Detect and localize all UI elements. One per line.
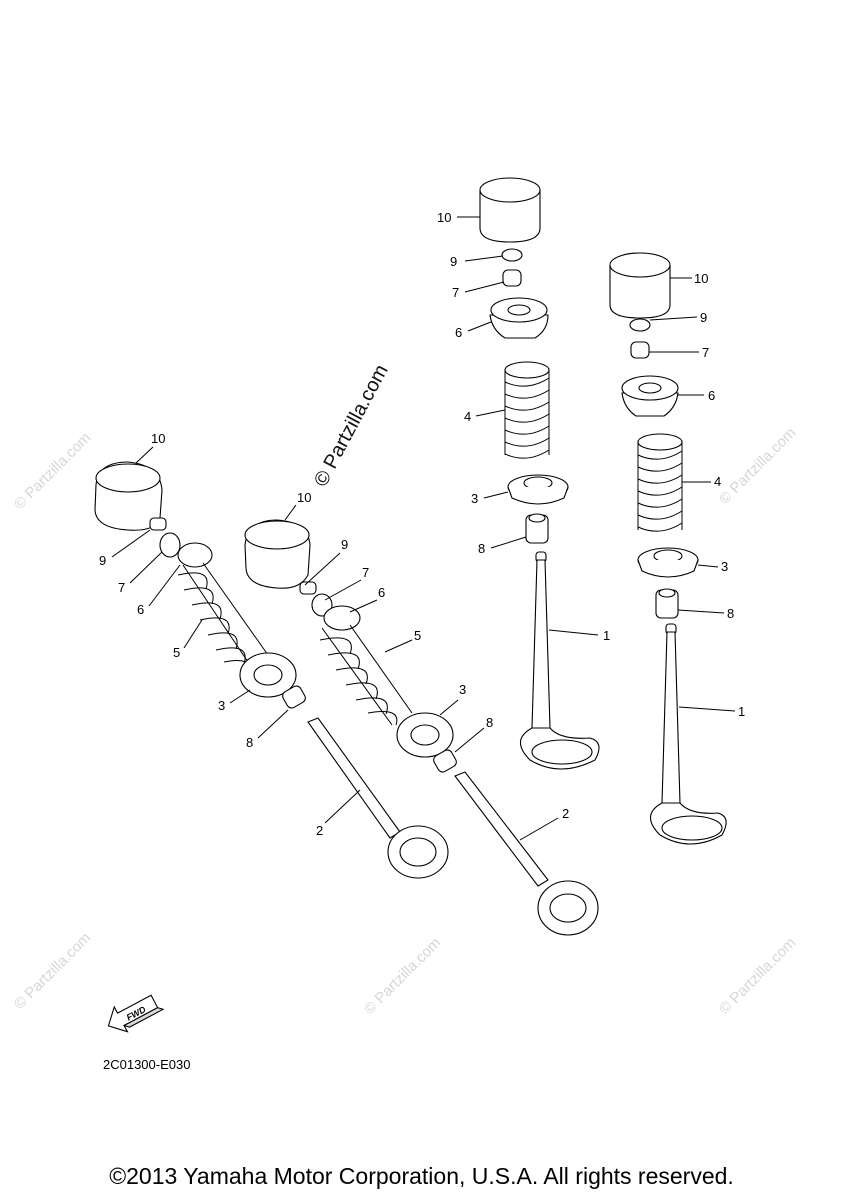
callout-1: 1	[738, 704, 745, 719]
valve-assembly-left	[94, 461, 449, 879]
copyright-notice: ©2013 Yamaha Motor Corporation, U.S.A. A…	[109, 1163, 734, 1189]
valve-stem-seal	[655, 588, 679, 619]
valve-lifter	[609, 252, 671, 319]
valve-intake	[519, 551, 600, 770]
callout-9: 9	[700, 310, 707, 325]
callout-2: 2	[562, 806, 569, 821]
callout-10: 10	[151, 431, 165, 446]
shim	[299, 581, 317, 595]
valve-spring-outer	[319, 605, 413, 726]
faint-watermark: © Partzilla.com	[11, 429, 94, 512]
valve-assembly-middle	[244, 519, 599, 936]
valve-exhaust	[307, 717, 449, 879]
callout-numbers: 10 9 7 6 4 3 8 1 10 9 7 6 4 3 8 1 10 9 7…	[99, 210, 745, 838]
callout-6: 6	[137, 602, 144, 617]
valve-spring-retainer	[621, 375, 679, 417]
callout-8: 8	[478, 541, 485, 556]
spring-seat	[637, 547, 699, 578]
callout-10: 10	[297, 490, 311, 505]
valve-cotter	[311, 593, 333, 617]
shim	[149, 517, 167, 531]
callout-3: 3	[218, 698, 225, 713]
valve-stem-seal	[433, 749, 457, 773]
callout-7: 7	[362, 565, 369, 580]
spring-seat-inner	[410, 724, 440, 746]
callout-5: 5	[173, 645, 180, 660]
valve-exhaust	[454, 771, 599, 936]
diagram-code: 2C01300-E030	[103, 1057, 191, 1072]
callout-4: 4	[714, 474, 721, 489]
callout-7: 7	[118, 580, 125, 595]
callout-8: 8	[486, 715, 493, 730]
faint-watermark: © Partzilla.com	[11, 929, 94, 1012]
callout-10: 10	[437, 210, 451, 225]
valve-assembly-upper-right	[479, 177, 600, 770]
shim	[501, 248, 523, 262]
spring-seat-inner	[253, 664, 283, 686]
valve-stem-seal	[525, 513, 549, 544]
shim	[629, 318, 651, 332]
valve-spring-inner	[637, 433, 683, 532]
callout-3: 3	[459, 682, 466, 697]
valve-lifter	[94, 461, 163, 531]
spring-seat	[507, 474, 569, 505]
callout-3: 3	[721, 559, 728, 574]
valve-cotter	[630, 341, 650, 359]
valve-spring-outer	[177, 542, 269, 675]
callout-6: 6	[455, 325, 462, 340]
valve-spring-inner	[504, 361, 550, 459]
callout-8: 8	[246, 735, 253, 750]
valve-cotter	[159, 532, 181, 558]
faint-watermark: © Partzilla.com	[361, 934, 444, 1017]
callout-10: 10	[694, 271, 708, 286]
valve-lifter	[479, 177, 541, 243]
callout-9: 9	[341, 537, 348, 552]
valve-assembly-right	[609, 252, 727, 845]
callout-7: 7	[702, 345, 709, 360]
callout-4: 4	[464, 409, 471, 424]
callout-6: 6	[378, 585, 385, 600]
callout-8: 8	[727, 606, 734, 621]
callout-9: 9	[450, 254, 457, 269]
callout-1: 1	[603, 628, 610, 643]
callout-6: 6	[708, 388, 715, 403]
callout-3: 3	[471, 491, 478, 506]
valve-spring-retainer	[489, 297, 549, 339]
fwd-arrow-icon: FWD	[107, 994, 165, 1033]
callout-5: 5	[414, 628, 421, 643]
valve-lifter	[244, 519, 311, 589]
valve-stem-seal	[282, 685, 306, 709]
faint-watermark: © Partzilla.com	[716, 424, 799, 507]
callout-2: 2	[316, 823, 323, 838]
valve-intake	[649, 623, 727, 845]
valve-cotter	[502, 269, 522, 287]
leader-lines	[111, 216, 736, 841]
callout-9: 9	[99, 553, 106, 568]
faint-watermark: © Partzilla.com	[716, 934, 799, 1017]
callout-7: 7	[452, 285, 459, 300]
